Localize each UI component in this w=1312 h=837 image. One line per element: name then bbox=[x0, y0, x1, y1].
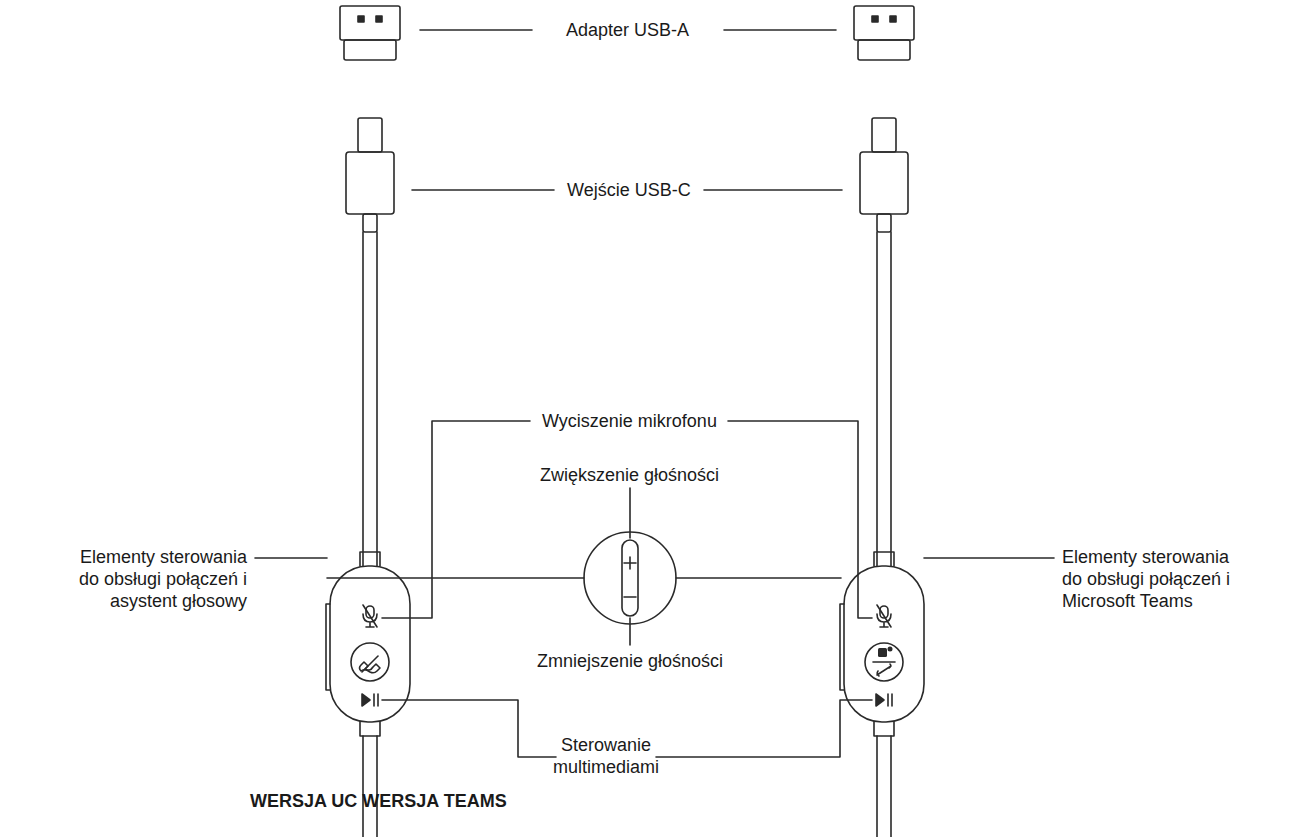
callout-label: Wyciszenie mikrofonu bbox=[542, 410, 717, 432]
callout-label: Elementy sterowania do obsługi połączeń … bbox=[67, 546, 247, 612]
callout-label: Sterowanie multimediami bbox=[551, 734, 661, 778]
callout-label: Zwiększenie głośności bbox=[540, 464, 719, 486]
callout-label: Elementy sterowania do obsługi połączeń … bbox=[1062, 546, 1242, 612]
callout-label: Adapter USB-A bbox=[566, 19, 689, 41]
version-caption: WERSJA UC WERSJA TEAMS bbox=[250, 791, 507, 812]
callout-label: Wejście USB-C bbox=[567, 179, 691, 201]
callout-label: Zmniejszenie głośności bbox=[537, 650, 723, 672]
